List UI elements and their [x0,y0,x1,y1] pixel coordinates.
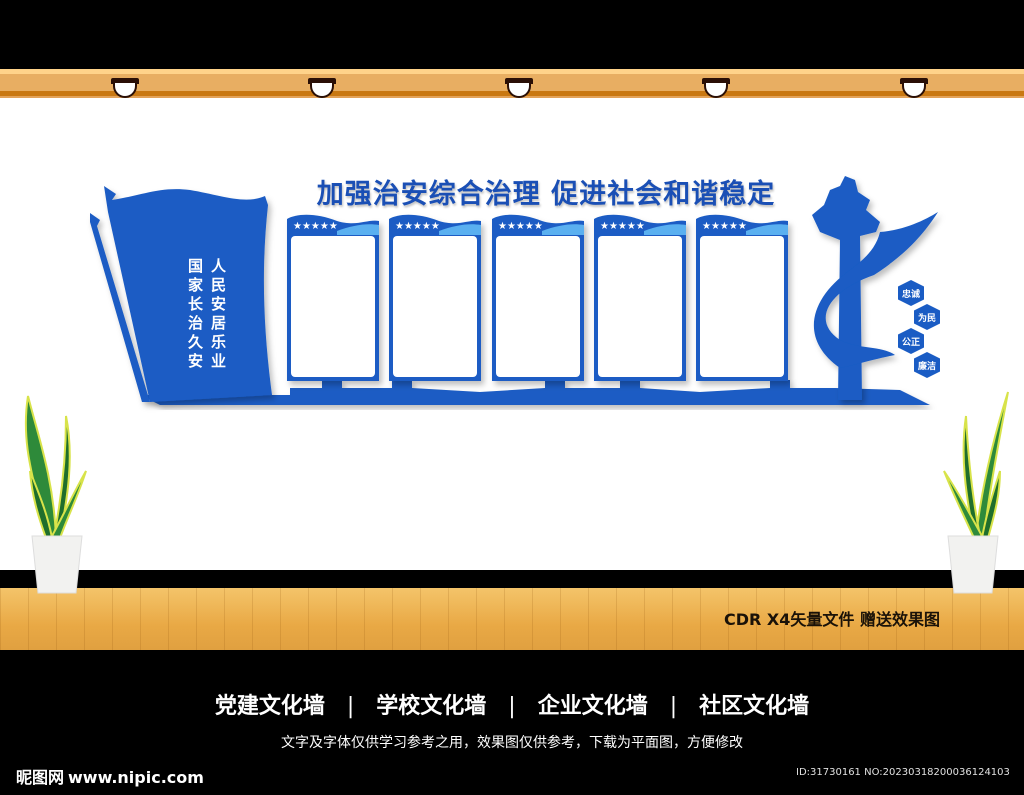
logo-url: www.nipic.com [68,768,204,787]
flag-slogan-line1: 人民安居乐业 [209,258,227,372]
wooden-floor [0,588,1024,650]
svg-text:★★★★★: ★★★★★ [600,221,645,232]
category-community-wall: 社区文化墙 [699,694,810,719]
value-hex-justice: 公正 [898,328,924,354]
svg-text:★★★★★: ★★★★★ [395,221,440,232]
footer-categories: 党建文化墙 | 学校文化墙 | 企业文化墙 | 社区文化墙 [0,688,1024,720]
huabiao-pillar-graphic [812,176,938,400]
great-wall-base [140,380,930,405]
svg-text:★★★★★: ★★★★★ [498,221,543,232]
floor-caption: CDR X4矢量文件 赠送效果图 [724,610,940,629]
category-school-wall: 学校文化墙 [376,694,487,719]
separator: | [669,694,678,719]
separator: | [346,694,355,719]
flag-shape [90,186,272,402]
panel-stars: ★★★★★ ★★★★★ ★★★★★ ★★★★★ ★★★★★ [293,221,747,232]
svg-text:★★★★★: ★★★★★ [293,221,338,232]
separator: | [508,694,516,719]
potted-plant-right-icon [943,391,1009,594]
ceiling-lamp-icon [900,78,928,99]
logo-text: 昵图网 [16,768,65,787]
category-party-wall: 党建文化墙 [214,694,325,719]
footer-disclaimer: 文字及字体仅供学习参考之用，效果图仅供参考，下载为平面图，方便修改 [281,735,743,751]
ceiling-lamp-icon [505,78,533,99]
category-enterprise-wall: 企业文化墙 [537,694,648,719]
value-hex-loyalty: 忠诚 [898,280,924,306]
ceiling-lamp-icon [111,78,139,99]
ceiling-lamp-icon [308,78,336,99]
image-id: ID:31730161 NO:20230318200036124103 [796,767,1010,778]
ceiling-lamp-icon [702,78,730,99]
svg-text:★★★★★: ★★★★★ [702,221,747,232]
baseboard [0,570,1024,588]
value-hex-integrity: 廉洁 [914,352,940,378]
flag-slogan-line2: 国家长治久安 [186,258,204,372]
panels [287,214,788,381]
potted-plant-left-icon [24,395,87,594]
top-black-band [0,0,1024,69]
wall-title: 加强治安综合治理 促进社会和谐稳定 [316,179,776,210]
value-hex-serve-people: 为民 [914,304,940,330]
